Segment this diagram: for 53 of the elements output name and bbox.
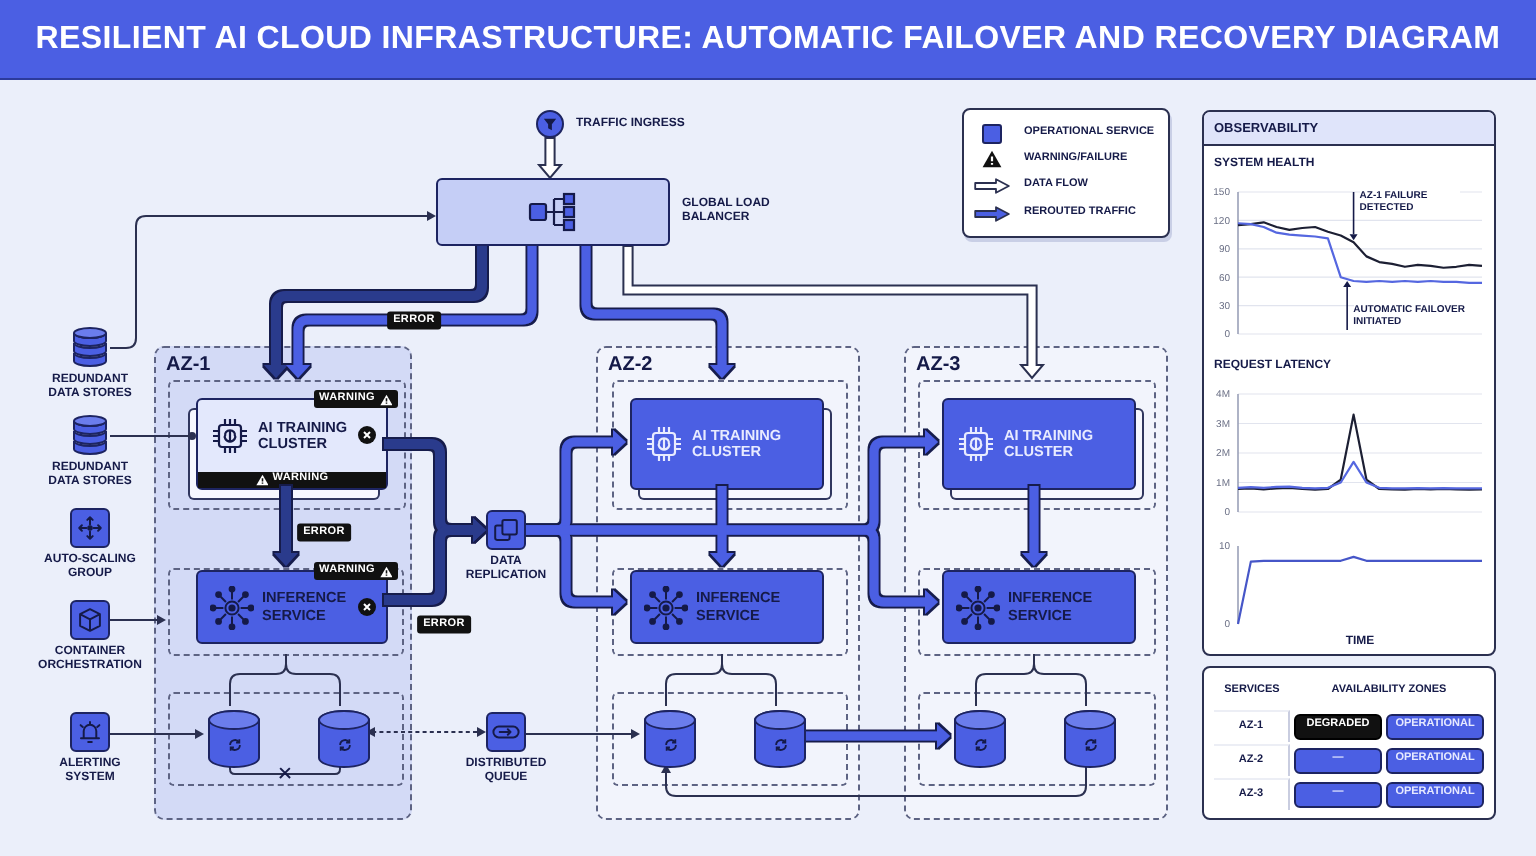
copy-icon bbox=[486, 510, 526, 550]
flow-arrow bbox=[384, 518, 486, 605]
flow-arrow bbox=[581, 246, 734, 378]
dotted-arrow bbox=[366, 727, 486, 737]
service-box bbox=[630, 570, 824, 644]
flow-arrow bbox=[274, 486, 298, 566]
connector-line bbox=[721, 653, 777, 707]
arrow bbox=[109, 615, 166, 625]
expand-arrows-icon bbox=[70, 508, 110, 548]
capsule-icon bbox=[486, 712, 526, 752]
zone-title: AZ-2 bbox=[608, 354, 653, 376]
flow-arrow bbox=[1022, 486, 1046, 566]
dashed-group bbox=[168, 692, 404, 786]
bell-icon bbox=[70, 712, 110, 752]
database-cylinder bbox=[644, 710, 696, 768]
connector-line bbox=[285, 653, 341, 707]
dashed-group bbox=[918, 380, 1156, 510]
flow-arrow bbox=[710, 486, 734, 566]
database-icon bbox=[70, 416, 110, 456]
arrow bbox=[109, 729, 204, 739]
service-box bbox=[942, 570, 1136, 644]
dashed-group bbox=[918, 692, 1156, 786]
database-cylinder bbox=[1064, 710, 1116, 768]
funnel-icon bbox=[536, 110, 564, 138]
hollow-arrow bbox=[536, 137, 564, 180]
database-cylinder bbox=[954, 710, 1006, 768]
database-cylinder bbox=[208, 710, 260, 768]
flow-arrow bbox=[526, 525, 938, 614]
arrow bbox=[661, 763, 1087, 797]
load-balancer-box bbox=[436, 178, 670, 246]
connector-line bbox=[229, 763, 341, 775]
zone-title: AZ-1 bbox=[166, 354, 211, 376]
availability-zone bbox=[154, 346, 412, 820]
dashed-frame bbox=[918, 568, 1156, 656]
dashed-group bbox=[168, 380, 406, 510]
diagram-title: RESILIENT AI CLOUD INFRASTRUCTURE: AUTOMATIC FAILOVER AND RECOVERY DIAGRAM bbox=[0, 0, 1536, 80]
dashed-frame bbox=[612, 568, 848, 656]
availability-zone bbox=[596, 346, 860, 820]
availability-zone bbox=[904, 346, 1168, 820]
dashed-group bbox=[612, 380, 848, 510]
database-cylinder bbox=[754, 710, 806, 768]
zone-title: AZ-3 bbox=[916, 354, 961, 376]
flow-arrow bbox=[802, 724, 950, 748]
arrow bbox=[525, 729, 640, 739]
dot-connector bbox=[109, 432, 196, 440]
dashed-group bbox=[612, 692, 848, 786]
database-icon bbox=[70, 328, 110, 368]
dashed-frame bbox=[168, 568, 404, 656]
hollow-arrow bbox=[622, 245, 1046, 380]
cube-icon bbox=[70, 600, 110, 640]
connector-line bbox=[1033, 653, 1087, 707]
observability-panel bbox=[1202, 110, 1496, 656]
database-cylinder bbox=[318, 710, 370, 768]
